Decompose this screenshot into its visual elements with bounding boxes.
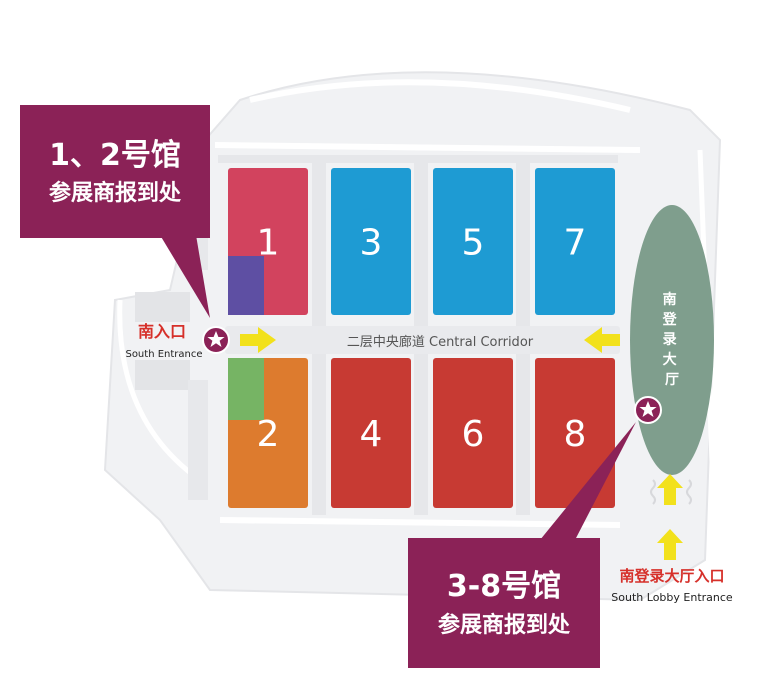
lobby-entrance-label-cn: 南登录大厅入口 <box>619 567 724 585</box>
lobby-marker <box>634 396 662 424</box>
hall-6 <box>433 358 513 508</box>
callout-north-subtitle: 参展商报到处 <box>49 180 181 206</box>
hall-2-sub-area <box>228 358 264 420</box>
hall-5-label: 5 <box>462 223 485 264</box>
hall-7-label: 7 <box>564 223 587 264</box>
hall-3 <box>331 168 411 315</box>
south-entrance-label-cn: 南入口 <box>138 322 186 341</box>
south-entrance-marker <box>202 326 230 354</box>
lobby-label: 南 登 录 大 厅 <box>662 291 682 388</box>
hall-2-label: 2 <box>257 414 280 455</box>
star-icon <box>639 401 657 417</box>
halls-layer: 1 2 3 4 5 6 7 8 <box>228 168 615 508</box>
hall-6-label: 6 <box>462 414 485 455</box>
hall-5 <box>433 168 513 315</box>
lobby-arrow-icon <box>657 529 683 560</box>
hall-1-sub-area <box>228 256 264 315</box>
lobby-entrance-label-en: South Lobby Entrance <box>611 591 733 604</box>
hall-4 <box>331 358 411 508</box>
callout-halls-3-8: 3-8号馆 参展商报到处 <box>408 422 636 668</box>
south-entrance-label-en: South Entrance <box>125 349 202 360</box>
callout-south-subtitle: 参展商报到处 <box>438 612 570 638</box>
callout-north-title: 1、2号馆 <box>49 138 181 173</box>
corridor-arrow-west-icon <box>584 327 620 353</box>
hall-4-label: 4 <box>360 414 383 455</box>
hall-8-label: 8 <box>564 414 587 455</box>
hall-8 <box>535 358 615 508</box>
callout-south-title: 3-8号馆 <box>447 569 561 604</box>
central-corridor <box>225 326 620 354</box>
lobby-arrow-icon <box>657 474 683 505</box>
hall-3-label: 3 <box>360 223 383 264</box>
callout-halls-1-2: 1、2号馆 参展商报到处 <box>20 105 210 318</box>
arrow-icon <box>240 327 620 353</box>
hall-1-label: 1 <box>257 223 280 264</box>
lobby-entrance-arrows <box>650 474 692 560</box>
hall-7 <box>535 168 615 315</box>
corridor-arrow-east-icon <box>240 327 276 353</box>
star-icon <box>207 331 225 347</box>
corridor-label: 二层中央廊道 Central Corridor <box>347 334 534 350</box>
